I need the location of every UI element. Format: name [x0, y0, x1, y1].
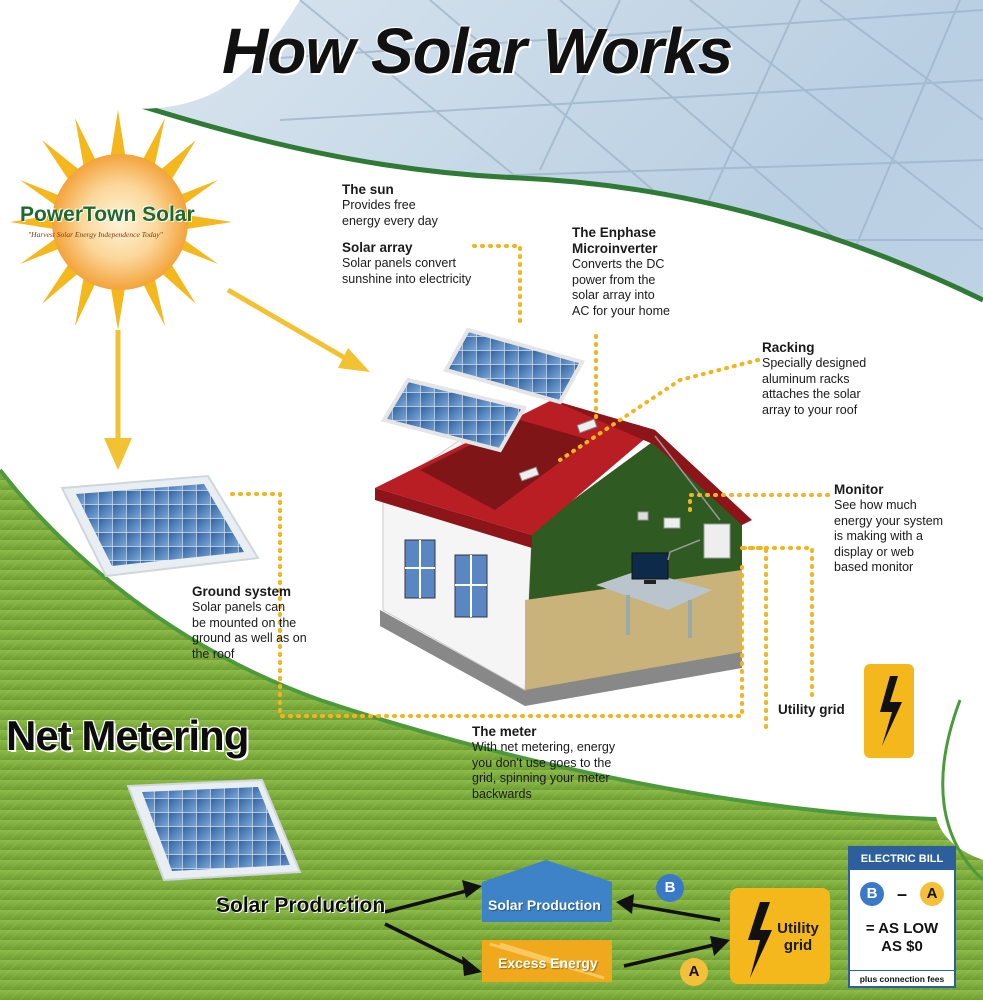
callout-microinverter-title: The Enphase Microinverter [572, 225, 658, 256]
callout-microinverter: The Enphase Microinverter Converts the D… [572, 225, 712, 319]
callout-ground-system-title: Ground system [192, 584, 292, 599]
solar-production-label: Solar Production [216, 894, 386, 917]
ground-solar-panel [60, 474, 260, 578]
page-title: How Solar Works [222, 15, 733, 87]
badge-a-shape [680, 958, 708, 986]
callout-meter-title: The meter [472, 724, 537, 739]
callout-solar-array-text: Solar panels convert sunshine into elect… [342, 256, 472, 286]
sun-icon [10, 110, 232, 330]
excess-energy-box-label: Excess Energy [498, 955, 598, 971]
solar-production-box-label: Solar Production [488, 897, 601, 913]
callout-microinverter-text: Converts the DC power from the solar arr… [572, 257, 670, 318]
callout-meter-text: With net metering, energy you don't use … [472, 740, 616, 801]
badge-b-shape [656, 874, 684, 902]
bill-minus: – [896, 884, 907, 904]
callout-meter: The meter With net metering, energy you … [472, 724, 652, 802]
net-metering-solar-panel [126, 778, 302, 882]
utility-grid-box-label: Utility grid [777, 920, 819, 954]
callout-solar-array-title: Solar array [342, 240, 413, 255]
callout-ground-system: Ground system Solar panels can be mounte… [192, 584, 342, 662]
callout-sun-text: Provides free energy every day [342, 198, 438, 228]
callout-ground-system-text: Solar panels can be mounted on the groun… [192, 600, 307, 661]
house-illustration [375, 400, 752, 706]
excess-energy-box [482, 940, 612, 982]
callout-sun: The sun Provides free energy every day [342, 182, 512, 229]
brand-name: PowerTown Solar [20, 203, 195, 226]
net-metering-heading: Net Metering [6, 712, 249, 759]
callout-racking-text: Specially designed aluminum racks attach… [762, 356, 867, 417]
callout-monitor: Monitor See how much energy your system … [834, 482, 974, 576]
bill-footnote: plus connection fees [850, 970, 954, 984]
callout-monitor-title: Monitor [834, 482, 884, 497]
electric-bill-card: ELECTRIC BILL B – A = AS LOW AS $0 plus … [848, 846, 956, 988]
electric-bill-heading: ELECTRIC BILL [850, 848, 954, 870]
brand-tagline: "Harvest Solar Energy Independence Today… [28, 230, 163, 239]
callout-sun-title: The sun [342, 182, 394, 197]
callout-solar-array: Solar array Solar panels convert sunshin… [342, 240, 512, 287]
roof-solar-panels [380, 327, 585, 453]
bill-badge-b: B [860, 882, 884, 906]
callout-utility-grid-title: Utility grid [778, 702, 845, 717]
utility-grid-icon [864, 664, 914, 758]
badge-b: B [664, 879, 676, 896]
callout-racking-title: Racking [762, 340, 815, 355]
callout-racking: Racking Specially designed aluminum rack… [762, 340, 912, 418]
solar-production-box [482, 860, 612, 922]
badge-a: A [688, 963, 700, 980]
bill-result: = AS LOW AS $0 [865, 920, 939, 955]
callout-monitor-text: See how much energy your system is makin… [834, 498, 944, 574]
bill-badge-a: A [920, 882, 944, 906]
utility-grid-box [730, 888, 830, 984]
